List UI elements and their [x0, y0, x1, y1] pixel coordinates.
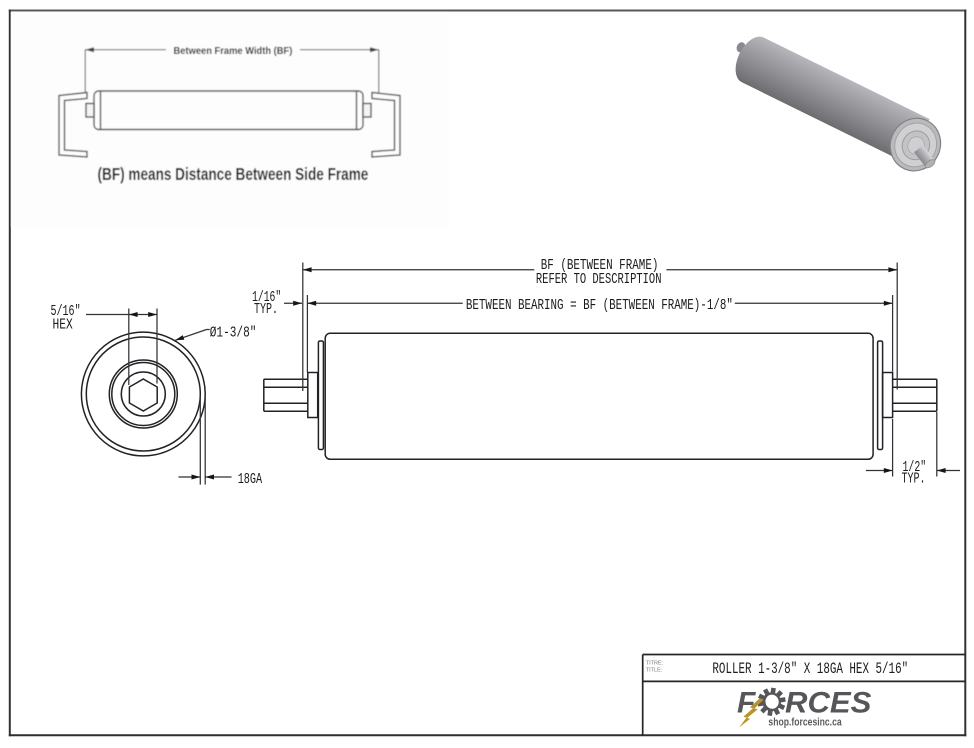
svg-text:1/16": 1/16": [252, 288, 281, 306]
svg-text:TYP.: TYP.: [254, 300, 278, 318]
svg-text:Ø1-3/8": Ø1-3/8": [210, 324, 257, 341]
svg-text:TITRE:: TITRE:: [646, 661, 664, 667]
svg-text:TITLE:: TITLE:: [646, 668, 663, 674]
svg-text:REFER TO DESCRIPTION: REFER TO DESCRIPTION: [536, 270, 662, 287]
svg-text:RCES: RCES: [785, 686, 872, 719]
svg-text:shop.forcesinc.ca: shop.forcesinc.ca: [768, 716, 842, 728]
svg-text:TYP.: TYP.: [902, 470, 926, 488]
svg-text:18GA: 18GA: [238, 470, 263, 488]
svg-text:ROLLER 1-3/8" X 18GA HEX 5/16": ROLLER 1-3/8" X 18GA HEX 5/16": [712, 661, 908, 679]
svg-text:(BF) means Distance Between Si: (BF) means Distance Between Side Frame: [98, 165, 369, 184]
svg-text:Between Frame Width (BF): Between Frame Width (BF): [174, 46, 293, 58]
svg-text:BF (BETWEEN FRAME): BF (BETWEEN FRAME): [541, 256, 659, 273]
svg-text:BETWEEN BEARING = BF (BETWEEN: BETWEEN BEARING = BF (BETWEEN FRAME)-1/8…: [466, 297, 733, 314]
svg-text:5/16": 5/16": [51, 302, 81, 320]
svg-text:HEX: HEX: [53, 316, 73, 333]
svg-text:1/2": 1/2": [903, 458, 927, 476]
